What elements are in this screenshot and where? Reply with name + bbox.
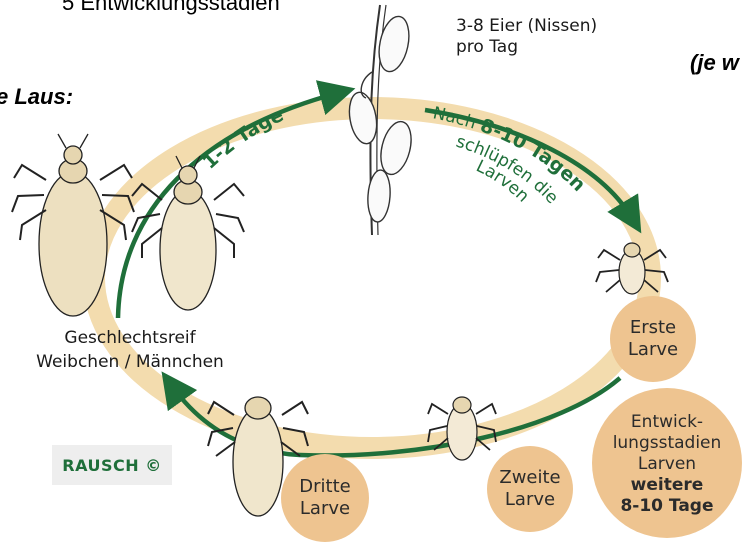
stage-third-larva: Dritte Larve (281, 454, 369, 542)
stage-second-larva-line2: Larve (505, 489, 555, 511)
adult-label: Geschlechtsreif Weibchen / Männchen (10, 326, 250, 374)
stage-third-larva-line2: Larve (300, 498, 350, 520)
info-line2: lungsstadien (613, 433, 722, 454)
info-line1: Entwick- (631, 412, 703, 433)
eggs-label-line1: 3-8 Eier (Nissen) (456, 16, 597, 37)
info-line5: 8-10 Tage (620, 496, 713, 517)
eggs-label-line2: pro Tag (456, 37, 597, 58)
eggs-label: 3-8 Eier (Nissen) pro Tag (456, 16, 597, 58)
stage-first-larva: Erste Larve (610, 296, 696, 382)
stage-second-larva: Zweite Larve (487, 446, 573, 532)
info-line4: weitere (631, 475, 704, 496)
adult-label-line2: Weibchen / Männchen (10, 350, 250, 374)
info-line3: Larven (638, 454, 696, 475)
stage-first-larva-line2: Larve (628, 339, 678, 361)
stage-second-larva-line1: Zweite (499, 467, 560, 489)
adult-label-line1: Geschlechtsreif (10, 326, 250, 350)
stage-first-larva-line1: Erste (630, 317, 676, 339)
larval-stages-info: Entwick- lungsstadien Larven weitere 8-1… (592, 388, 742, 538)
rausch-logo: RAUSCH © (52, 445, 172, 485)
stage-third-larva-line1: Dritte (299, 476, 350, 498)
